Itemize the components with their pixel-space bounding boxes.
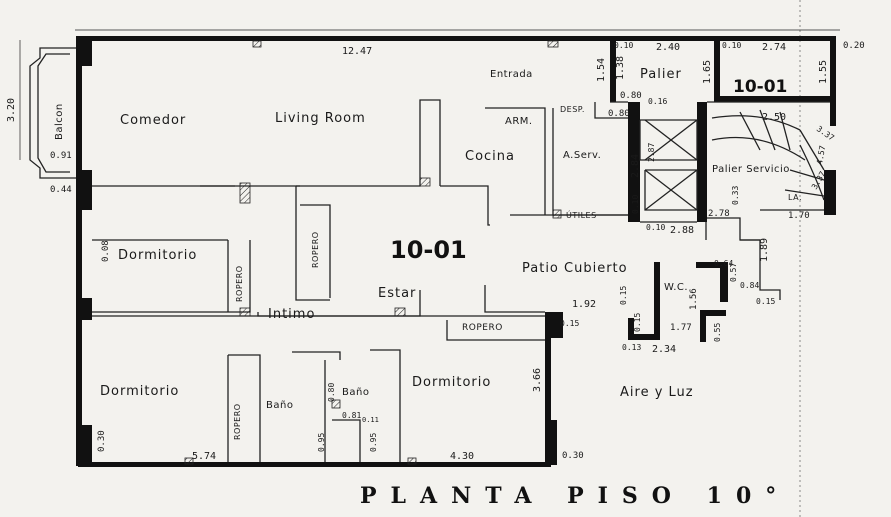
label-dormitorio-2: Dormitorio: [100, 384, 179, 399]
dim-064: 0.64: [714, 259, 733, 268]
label-ropero-4: ROPERO: [233, 403, 242, 440]
label-ropero-1: ROPERO: [235, 265, 244, 302]
dim-010c: 0.10: [646, 223, 665, 232]
dim-013: 0.13: [622, 343, 641, 352]
dim-288: 2.88: [670, 225, 694, 236]
label-arm: ARM.: [505, 116, 533, 127]
dim-274: 2.74: [762, 42, 786, 53]
dim-284: 2.84: [630, 154, 641, 178]
dim-015d: 0.15: [560, 319, 579, 328]
dim-084: 0.84: [740, 281, 759, 290]
dim-015c: 0.15: [633, 313, 642, 332]
label-patio: Patio Cubierto: [522, 261, 628, 276]
label-ropero-2: ROPERO: [311, 231, 320, 268]
dim-320: 3.20: [6, 98, 17, 122]
label-desp: DESP.: [560, 105, 585, 114]
dim-044: 0.44: [50, 185, 72, 195]
dim-430: 4.30: [450, 451, 474, 462]
dim-030: 0.30: [97, 430, 107, 452]
dim-015b: 0.15: [619, 286, 628, 305]
dim-155: 1.55: [818, 60, 829, 84]
label-unit-stair: 10-01: [733, 77, 787, 97]
label-entrada: Entrada: [490, 69, 533, 80]
label-la: LA.: [788, 193, 802, 202]
label-bano-2: Baño: [342, 387, 369, 398]
label-balcon: Balcon: [54, 103, 65, 140]
dim-080: 0.80: [620, 91, 642, 101]
dim-030b: 0.30: [562, 451, 584, 461]
dim-574: 5.74: [192, 451, 216, 462]
label-living: Living Room: [275, 111, 366, 126]
label-aserv: A.Serv.: [563, 150, 601, 161]
dim-165: 1.65: [702, 60, 713, 84]
dim-154: 1.54: [596, 58, 607, 82]
dim-1247: 12.47: [342, 46, 372, 57]
balcony: [29, 47, 76, 179]
dim-177: 1.77: [670, 323, 692, 333]
dim-008: 0.08: [101, 240, 111, 262]
dim-033: 0.33: [731, 186, 740, 205]
dim-234: 2.34: [652, 344, 676, 355]
reference-lines: [19, 0, 840, 517]
dim-240: 2.40: [656, 42, 680, 53]
dim-055: 0.55: [713, 323, 722, 342]
label-dormitorio-1: Dormitorio: [118, 248, 197, 263]
label-estar: Estar: [378, 286, 416, 301]
dim-138: 1.38: [615, 56, 626, 80]
dim-278: 2.78: [708, 209, 730, 219]
label-unit-main: 10-01: [390, 236, 467, 264]
label-ropero-3: ROPERO: [462, 323, 503, 333]
label-dormitorio-3: Dormitorio: [412, 375, 491, 390]
dim-057: 0.57: [729, 263, 738, 282]
label-comedor: Comedor: [120, 113, 186, 128]
dim-011: 0.11: [362, 416, 379, 424]
dim-095b: 0.95: [369, 433, 378, 452]
dim-010a: 0.10: [614, 41, 633, 50]
dim-192: 1.92: [572, 299, 596, 310]
exterior-walls: [76, 36, 836, 467]
dim-080c: 0.80: [327, 383, 336, 402]
columns: [184, 40, 562, 465]
dim-457: 4.57: [815, 145, 827, 166]
dim-337: 3.37: [815, 124, 836, 143]
dim-020: 0.20: [843, 41, 865, 51]
dim-250: 2.50: [762, 112, 786, 123]
label-palier: Palier: [640, 67, 682, 82]
dim-189: 1.89: [759, 238, 770, 262]
staircase: [711, 109, 825, 201]
plan-caption: PLANTA PISO 10°: [360, 483, 790, 509]
label-utiles: ÚTILES: [566, 209, 597, 220]
label-intimo: Intimo: [268, 307, 315, 322]
dim-080b: 0.80: [608, 109, 630, 119]
dim-091: 0.91: [50, 151, 72, 161]
room-labels: Balcon Comedor Living Room Entrada Palie…: [54, 67, 802, 440]
label-cocina: Cocina: [465, 149, 515, 164]
dim-287: 2.87: [647, 143, 656, 162]
label-aire-y-luz: Aire y Luz: [620, 385, 694, 400]
dimension-labels: 12.47 0.10 2.40 0.10 2.74 0.20 1.55 1.54…: [6, 41, 865, 462]
dim-366: 3.66: [532, 368, 543, 392]
dim-016: 0.16: [648, 97, 667, 106]
dim-095: 0.95: [317, 433, 326, 452]
label-bano-1: Baño: [266, 400, 293, 411]
label-wc: W.C.: [664, 282, 688, 293]
dim-156: 1.56: [689, 288, 699, 310]
dim-015: 0.15: [756, 297, 775, 306]
label-palier-servicio: Palier Servicio: [712, 164, 790, 175]
dim-081: 0.81: [342, 411, 361, 420]
dim-170: 1.70: [788, 211, 810, 221]
interior-walls: [92, 99, 830, 462]
dim-010d: 0.10: [631, 195, 640, 214]
dim-010b: 0.10: [722, 41, 741, 50]
